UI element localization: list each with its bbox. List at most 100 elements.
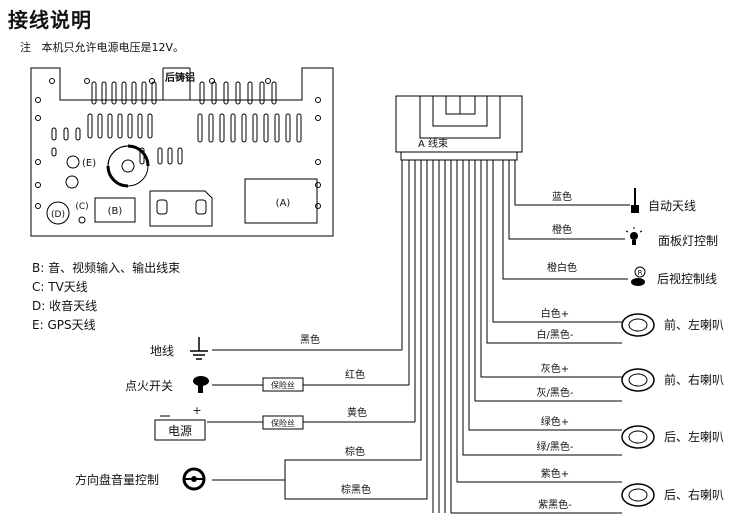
vent-slot: [259, 81, 265, 105]
reverse-camera-icon: R: [631, 266, 646, 286]
vent-slot: [177, 147, 183, 165]
antenna-wire-color: 蓝色: [552, 190, 572, 203]
speaker-pos-wire-color: 灰色+: [541, 362, 569, 375]
wire-bundle: [401, 160, 446, 513]
speaker-wire: [492, 160, 622, 323]
svg-text:R: R: [638, 269, 643, 277]
speaker-neg-wire-color: 白/黑色-: [537, 328, 574, 341]
steering-wheel-icon: [182, 467, 206, 491]
speaker-pos-wire-color: 白色+: [541, 307, 569, 320]
voltage-note: 注 本机只允许电源电压是12V。: [20, 39, 184, 55]
mounting-hole: [315, 97, 321, 103]
speaker-neg-wire-color: 绿/黑色-: [537, 440, 574, 453]
speaker-pos-wire-color: 绿色+: [541, 415, 569, 428]
vent-slot: [101, 81, 107, 105]
port-b: [94, 197, 136, 223]
speaker-label: 后、左喇叭: [664, 429, 724, 444]
antenna-icon: [631, 188, 639, 213]
ignition-fuse-label: 保险丝: [271, 380, 295, 390]
note-text: 本机只允许电源电压是12V。: [41, 41, 185, 54]
battery-icon: [154, 415, 206, 441]
speaker-neg-wire-color: 灰/黑色-: [537, 386, 574, 399]
ignition-key-icon: [193, 376, 209, 393]
port-c: [78, 216, 86, 224]
vent-slot: [199, 81, 205, 105]
speaker-pos-wire-color: 紫色+: [541, 467, 569, 480]
mounting-hole: [315, 182, 321, 188]
speaker-cone: [628, 373, 648, 387]
speaker-cone: [628, 318, 648, 332]
speaker-label: 前、右喇叭: [664, 372, 724, 387]
vent-slot: [285, 113, 291, 143]
vent-slot: [241, 113, 247, 143]
vent-slot: [197, 113, 203, 143]
vent-slot: [208, 113, 214, 143]
ground-wire-color: 黑色: [300, 333, 320, 346]
vent-slot: [51, 147, 57, 157]
mounting-hole: [315, 115, 321, 121]
mounting-hole: [35, 159, 41, 165]
reverse-wire-color: 橙白色: [547, 261, 577, 274]
connector-label: A 线束: [418, 137, 448, 150]
legend-item-c: C: TV天线: [32, 280, 88, 294]
steering-label: 方向盘音量控制: [75, 472, 159, 487]
unit-back-panel: [30, 67, 334, 237]
legend-item-d: D: 收音天线: [32, 299, 98, 313]
vent-slot: [117, 113, 123, 139]
speaker-group: 前、左喇叭白色+白/黑色-前、右喇叭灰色+灰/黑色-后、左喇叭绿色+绿/黑色-后…: [450, 160, 724, 514]
speaker-icon: [621, 368, 655, 392]
ground-icon: [190, 337, 208, 360]
vent-slot: [131, 81, 137, 105]
steering-wire-color-1: 棕色: [345, 445, 365, 458]
port-d: [46, 201, 70, 225]
vent-slot: [97, 113, 103, 139]
mounting-hole: [35, 115, 41, 121]
light-bulb-icon: [625, 227, 643, 245]
speaker-neg-wire-color: 紫黑色-: [538, 498, 572, 511]
port-e-label: (E): [82, 158, 96, 169]
vent-slot: [91, 81, 97, 105]
vent-slot: [51, 127, 57, 141]
panel-light-wire: [508, 160, 625, 240]
port-a: [244, 178, 318, 224]
steering-wires: [212, 160, 428, 500]
wire-harness-connector: [395, 95, 523, 161]
vent-slot: [127, 113, 133, 139]
vent-slot: [230, 113, 236, 143]
vent-slot: [271, 81, 277, 105]
ignition-fuse: [262, 377, 304, 392]
vent-slot: [211, 81, 217, 105]
panel-light-wire-color: 橙色: [552, 223, 572, 236]
vent-slot: [111, 81, 117, 105]
note-prefix: 注: [20, 41, 31, 54]
vent-slot: [63, 127, 69, 141]
mounting-hole: [35, 182, 41, 188]
steering-wire-color-2: 棕黑色: [341, 483, 371, 496]
vent-slot: [252, 113, 258, 143]
vent-slot: [147, 113, 153, 139]
mounting-holes: [35, 78, 321, 209]
ignition-label: 点火开关: [125, 379, 173, 393]
panel-top-label: 后铸铝: [165, 71, 195, 84]
speaker-wire: [456, 160, 622, 483]
vent-slot: [235, 81, 241, 105]
speaker-icon: [621, 313, 655, 337]
vent-slot: [247, 81, 253, 105]
legend-item-e: E: GPS天线: [32, 318, 96, 332]
vent-slot: [219, 113, 225, 143]
mounting-hole: [315, 159, 321, 165]
page-title: 接线说明: [8, 8, 92, 32]
port-e: [65, 155, 80, 189]
speaker-cone: [628, 430, 648, 444]
speaker-icon: [621, 425, 655, 449]
battery-plus: +: [192, 404, 201, 417]
central-connector-socket: [149, 190, 213, 227]
vent-slot: [274, 113, 280, 143]
speaker-wire: [468, 160, 622, 431]
vent-slot: [137, 113, 143, 139]
mounting-hole: [35, 203, 41, 209]
ground-label: 地线: [150, 344, 174, 358]
port-b-label: (B): [108, 206, 123, 217]
ignition-wire-color: 红色: [345, 368, 365, 381]
